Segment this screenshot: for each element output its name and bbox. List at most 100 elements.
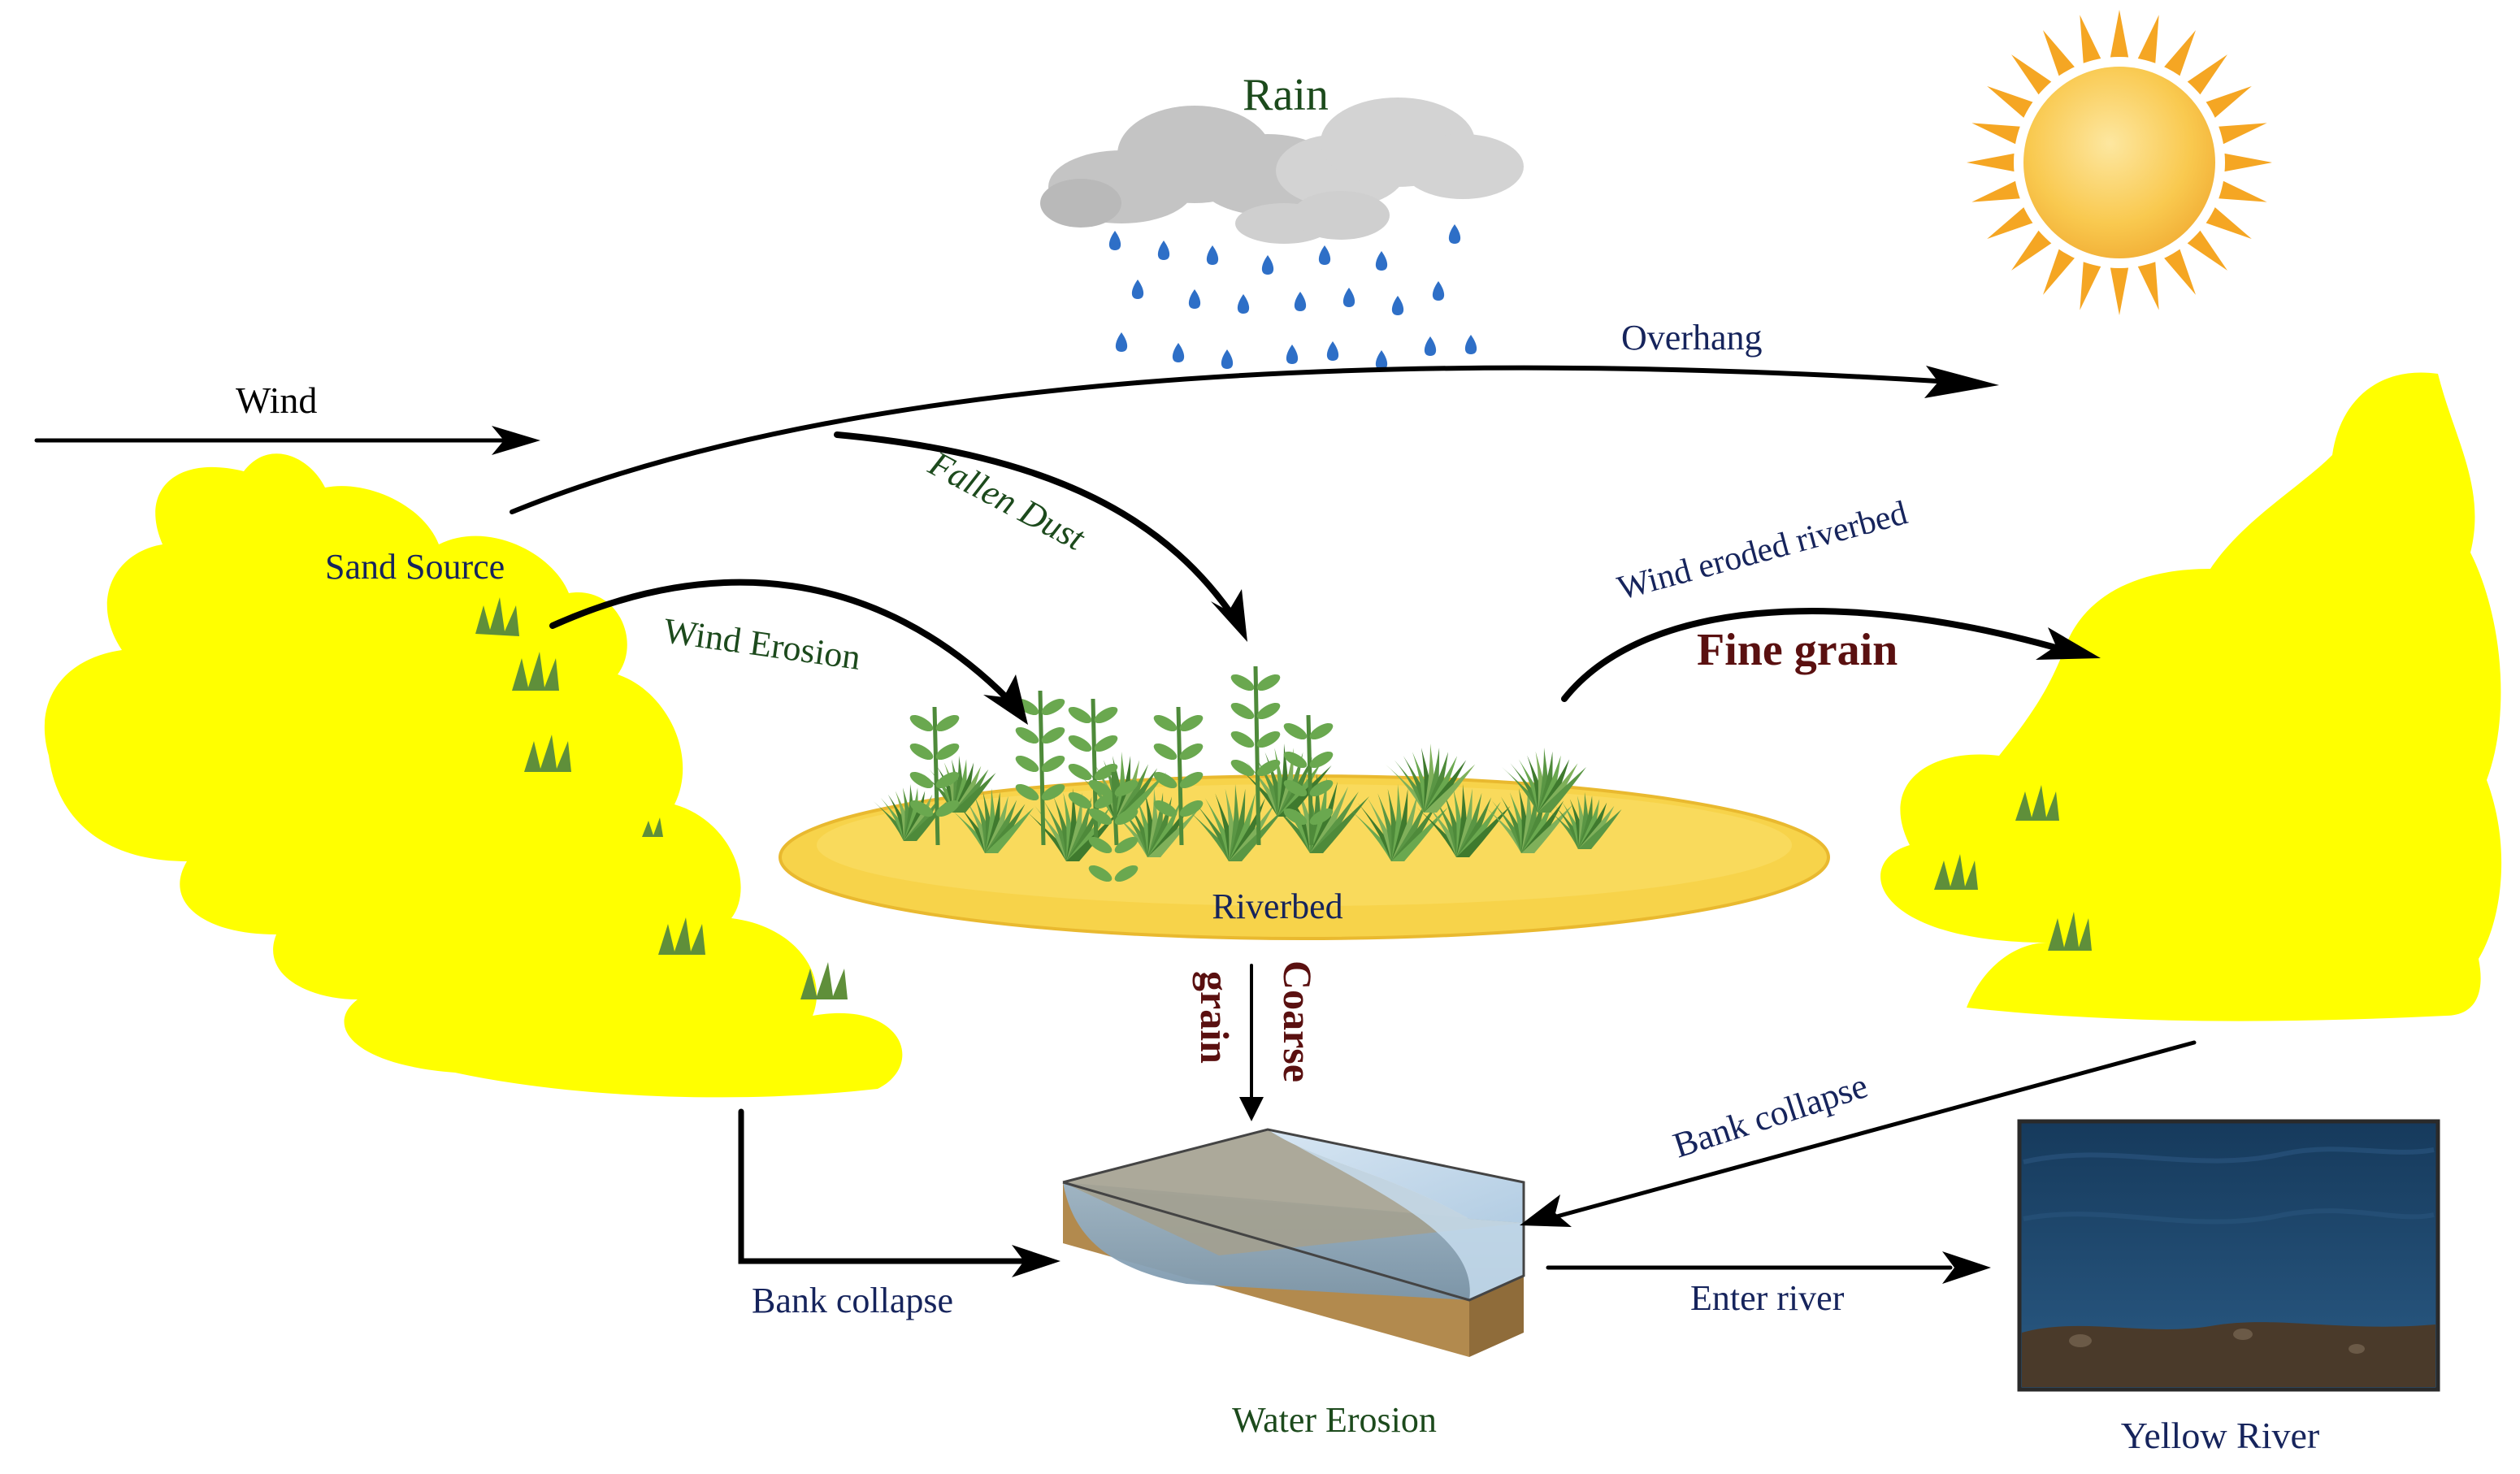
sun-ray xyxy=(1987,206,2035,239)
plant-leaf xyxy=(935,714,960,732)
sun-ray xyxy=(2110,10,2129,59)
grass-blade xyxy=(1538,767,1586,813)
plant-leaf xyxy=(1153,714,1178,732)
plant-leaf xyxy=(909,743,934,761)
plant-leaf xyxy=(1230,730,1255,748)
yellow-river-icon xyxy=(2017,1119,2440,1392)
label-yellow-river: Yellow River xyxy=(2121,1415,2320,1456)
plant-leaf xyxy=(1114,836,1139,854)
sun-ray xyxy=(2080,15,2102,65)
grass-blade xyxy=(952,769,989,813)
plant-leaf xyxy=(1088,836,1113,854)
right-sand-dune xyxy=(1880,372,2502,1021)
sun-ray xyxy=(2011,229,2053,271)
riverbed-island xyxy=(779,665,1830,940)
plant-leaf xyxy=(1309,808,1334,826)
sun-ray xyxy=(1971,180,2022,202)
rain-drop xyxy=(1237,294,1250,314)
sun-ray xyxy=(2162,247,2196,295)
grass-blade xyxy=(1424,760,1467,813)
plant-leaf xyxy=(1094,735,1118,752)
plant-leaf xyxy=(1041,698,1065,716)
sun-ray xyxy=(2136,15,2159,65)
plant-leaf xyxy=(1230,702,1255,720)
label-wind: Wind xyxy=(236,379,317,421)
sun-ray xyxy=(2204,206,2252,239)
left-sand-dune xyxy=(44,453,903,1098)
plant-leaf xyxy=(935,800,960,817)
riverbed-vegetation xyxy=(873,665,1622,882)
overhang-arrow xyxy=(510,365,1953,514)
grass-blade xyxy=(1115,772,1167,821)
plant-leaf xyxy=(1230,759,1255,777)
label-fine-grain: Fine grain xyxy=(1697,625,1898,675)
wind-erosion-arrow xyxy=(549,579,1011,702)
rain-drop xyxy=(1391,296,1404,315)
plant-leaf xyxy=(1309,779,1334,797)
label-rain: Rain xyxy=(1243,70,1329,120)
grass-blade xyxy=(904,797,940,841)
plant-leaf xyxy=(1230,674,1255,691)
plant-leaf xyxy=(1094,763,1118,781)
label-fallen-dust: Fallen Dust xyxy=(922,443,1092,559)
plant-leaf xyxy=(1283,808,1308,826)
label-wind-eroded-riverbed: Wind eroded riverbed xyxy=(1614,494,1911,607)
right-bank-collapse-arrow xyxy=(1546,1040,2197,1221)
plant-leaf xyxy=(1309,722,1334,740)
plant-leaf xyxy=(909,714,934,732)
rain-drop xyxy=(1342,288,1355,307)
plant-leaf xyxy=(1179,771,1204,789)
grass-blade xyxy=(952,773,996,813)
sun-ray xyxy=(2217,180,2267,202)
plant-stalk xyxy=(1111,771,1119,846)
plant-stalk xyxy=(1091,698,1099,846)
grass-blade xyxy=(1578,805,1615,849)
rain-cloud-icon xyxy=(1040,98,1524,370)
grass-blade xyxy=(1147,809,1199,857)
plant-leaf xyxy=(1068,706,1092,724)
plant-leaf xyxy=(1015,783,1039,801)
right-dune-grass-tufts xyxy=(1934,785,2092,951)
rain-drop xyxy=(1375,350,1388,370)
plant-leaf xyxy=(1153,743,1178,761)
grass-blade xyxy=(1310,796,1369,853)
sun-ray xyxy=(2043,30,2076,78)
rain-drop xyxy=(1261,255,1274,275)
label-bank-collapse-right: Bank collapse xyxy=(1668,1065,1872,1165)
plant-leaf xyxy=(1114,779,1139,797)
plant-leaf xyxy=(1015,755,1039,773)
grass-blade xyxy=(1115,768,1158,821)
sun-ray xyxy=(1987,86,2035,119)
plant-leaf xyxy=(1088,865,1113,882)
grass-blade xyxy=(1521,804,1573,853)
plant-leaf xyxy=(1283,722,1308,740)
rain-drop xyxy=(1294,292,1307,311)
rain-drops xyxy=(1108,224,1477,370)
sun-ray xyxy=(2011,54,2053,96)
grass-blade xyxy=(985,804,1026,853)
rain-drop xyxy=(1424,336,1437,356)
rain-drop xyxy=(1206,245,1219,265)
label-sand-source: Sand Source xyxy=(325,547,505,587)
plant-leaf xyxy=(1094,706,1118,724)
grass-blade xyxy=(1456,801,1501,857)
sun-ray xyxy=(2223,153,2272,172)
label-enter-river: Enter river xyxy=(1690,1278,1845,1318)
plant-leaf xyxy=(1068,735,1092,752)
sun-ray xyxy=(2186,229,2227,271)
plant-leaf xyxy=(1153,771,1178,789)
label-wind-erosion: Wind Erosion xyxy=(661,610,863,677)
arrows xyxy=(34,365,2197,1270)
label-grain: grain xyxy=(1192,971,1238,1064)
rain-drop xyxy=(1432,281,1445,301)
plant-leaf xyxy=(935,771,960,789)
plant-stalk xyxy=(932,706,940,846)
grass-blade xyxy=(1521,800,1564,853)
rain-drop xyxy=(1286,345,1299,364)
rain-drop xyxy=(1375,251,1388,271)
left-bank-collapse-arrow xyxy=(738,1108,1031,1264)
plant-leaf xyxy=(1114,865,1139,882)
plant-leaf xyxy=(1256,730,1281,748)
grass-blade xyxy=(1456,806,1511,857)
